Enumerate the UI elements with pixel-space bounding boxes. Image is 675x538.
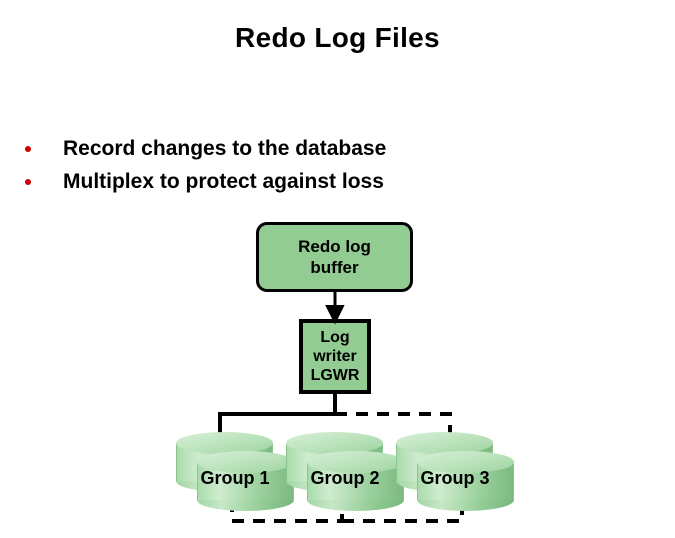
- log-writer-lgwr-label: Log writer LGWR: [310, 329, 360, 384]
- group-cylinder-stack: Group 2: [286, 432, 404, 511]
- page-title: Redo Log Files: [235, 22, 440, 53]
- list-item: Multiplex to protect against loss: [0, 170, 675, 203]
- cylinder-top: [286, 432, 383, 454]
- cylinder-top: [307, 451, 404, 473]
- group-label: Group 3: [420, 468, 490, 488]
- cylinder-top: [396, 432, 493, 454]
- cylinder-top: [176, 432, 273, 454]
- redo-log-buffer-box: Redo log buffer: [256, 222, 413, 292]
- list-item: Record changes to the database: [0, 137, 675, 170]
- group-label: Group 2: [310, 468, 380, 488]
- log-writer-lgwr-box: Log writer LGWR: [299, 319, 371, 394]
- bullet-text: Multiplex to protect against loss: [63, 170, 384, 193]
- bullet-dot-icon: [25, 179, 31, 185]
- group-cylinder-stack: Group 1: [176, 432, 294, 511]
- cylinder-top: [197, 451, 294, 473]
- bullet-text: Record changes to the database: [63, 137, 387, 160]
- cylinder-top: [417, 451, 514, 473]
- cylinder-front-icon: [417, 451, 514, 511]
- bullet-dot-icon: [25, 146, 31, 152]
- redo-log-buffer-label: Redo log buffer: [298, 237, 371, 277]
- bullet-list: Record changes to the database Multiplex…: [0, 137, 675, 203]
- cylinder-front-icon: [307, 451, 404, 511]
- group-cylinder-stack: Group 3: [396, 432, 514, 511]
- group-label: Group 1: [200, 468, 270, 488]
